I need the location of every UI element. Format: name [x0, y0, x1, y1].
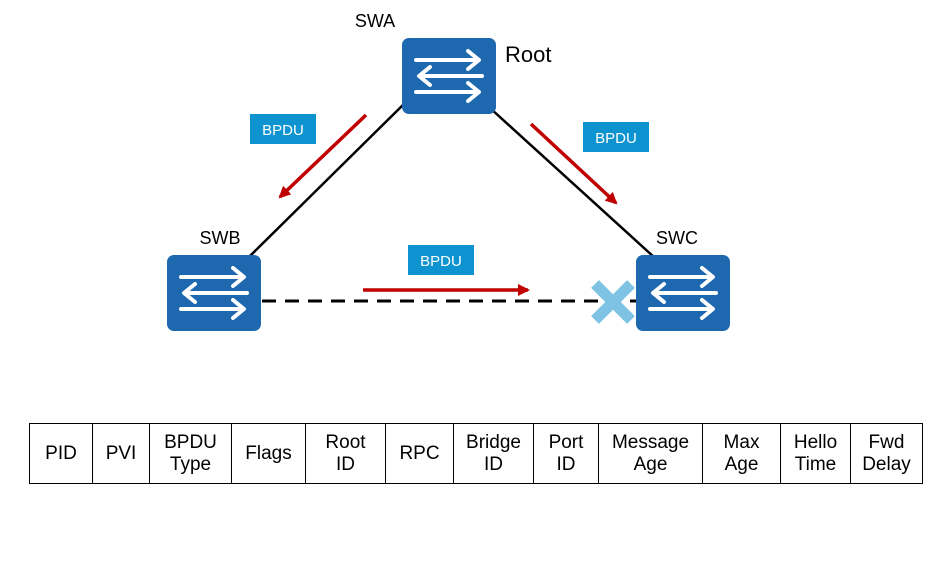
- bpdu-field-cell: Hello Time: [780, 423, 851, 484]
- bpdu-tag-swb-swc: BPDU: [408, 245, 474, 275]
- root-label: Root: [505, 42, 551, 67]
- bpdu-tag-swa-swb: BPDU: [250, 114, 316, 144]
- bpdu-arrow-swa-swc: [529, 122, 618, 205]
- bpdu-fields-row: PID PVI BPDU Type Flags Root ID RPC Brid…: [29, 423, 923, 484]
- bpdu-field-cell: PID: [29, 423, 93, 484]
- switch-icon: [402, 38, 496, 114]
- bpdu-field-cell: Flags: [231, 423, 306, 484]
- bpdu-field-cell: Bridge ID: [453, 423, 534, 484]
- link-swa-swc: [489, 107, 656, 259]
- bpdu-field-cell: RPC: [385, 423, 454, 484]
- switch-label-swa: SWA: [355, 11, 395, 31]
- blocked-x-icon: [591, 280, 635, 324]
- bpdu-field-cell: BPDU Type: [149, 423, 232, 484]
- switch-swa[interactable]: [402, 38, 496, 114]
- bpdu-field-cell: Root ID: [305, 423, 386, 484]
- bpdu-tag-label: BPDU: [595, 130, 637, 147]
- switch-icon: [167, 255, 261, 331]
- bpdu-field-cell: Fwd Delay: [850, 423, 923, 484]
- switch-icon: [636, 255, 730, 331]
- link-swa-swb: [249, 99, 409, 257]
- bpdu-tag-label: BPDU: [420, 253, 462, 270]
- bpdu-arrow-swa-swb: [278, 113, 368, 199]
- bpdu-tag-swa-swc: BPDU: [583, 122, 649, 152]
- switch-label-swb: SWB: [199, 228, 240, 248]
- bpdu-field-cell: PVI: [92, 423, 150, 484]
- bpdu-field-cell: Message Age: [598, 423, 703, 484]
- bpdu-tag-label: BPDU: [262, 122, 304, 139]
- switch-label-swc: SWC: [656, 228, 698, 248]
- switch-swb[interactable]: [167, 255, 261, 331]
- bpdu-format-table: PID PVI BPDU Type Flags Root ID RPC Brid…: [29, 423, 923, 484]
- bpdu-field-cell: Max Age: [702, 423, 781, 484]
- switch-swc[interactable]: [636, 255, 730, 331]
- bpdu-field-cell: Port ID: [533, 423, 599, 484]
